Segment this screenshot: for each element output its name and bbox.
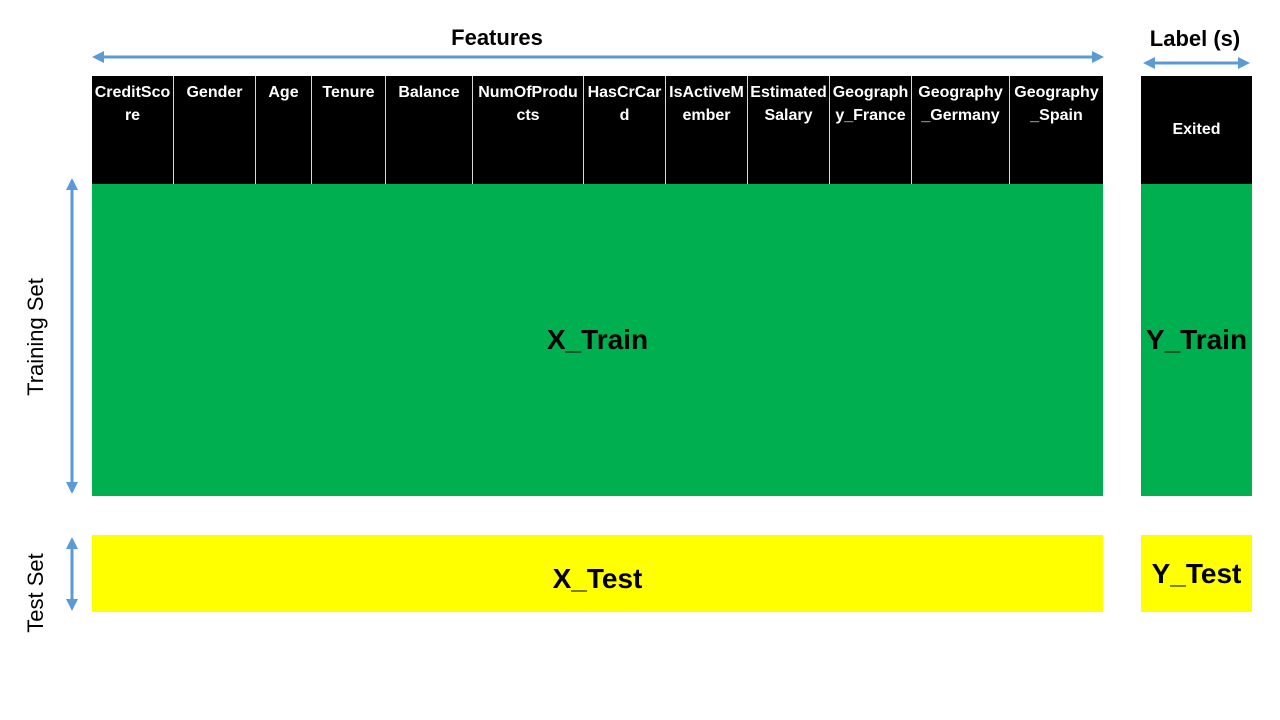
feature-header-cell: Geography_France	[830, 76, 912, 184]
feature-header-cell: EstimatedSalary	[748, 76, 830, 184]
feature-header-cell: Balance	[386, 76, 473, 184]
feature-header-cell: NumOfProducts	[473, 76, 584, 184]
labels-title: Label (s)	[1149, 26, 1241, 51]
test-span-arrow-icon	[66, 537, 78, 611]
labels-span-arrow-icon	[1143, 57, 1250, 69]
feature-header-cell: Age	[256, 76, 312, 184]
y-train-block: Y_Train	[1141, 184, 1252, 496]
feature-header-row: CreditScore Gender Age Tenure Balance Nu…	[92, 76, 1103, 184]
features-title: Features	[451, 25, 543, 50]
y-test-block: Y_Test	[1141, 535, 1252, 612]
x-train-block: X_Train	[92, 184, 1103, 496]
features-span-arrow-icon	[92, 51, 1104, 63]
x-test-block: X_Test	[92, 535, 1103, 612]
feature-header-cell: IsActiveMember	[666, 76, 748, 184]
feature-header-cell: Geography_Germany	[912, 76, 1010, 184]
training-set-label: Training Set	[23, 278, 48, 396]
feature-header-cell: CreditScore	[92, 76, 174, 184]
feature-header-cell: Gender	[174, 76, 256, 184]
feature-header-cell: Geography_Spain	[1014, 84, 1099, 124]
feature-header-cell: Tenure	[312, 76, 386, 184]
feature-header-cell: HasCrCard	[584, 76, 666, 184]
label-header-cell: Exited	[1141, 76, 1252, 184]
training-span-arrow-icon	[66, 178, 78, 494]
test-set-label: Test Set	[23, 553, 48, 633]
